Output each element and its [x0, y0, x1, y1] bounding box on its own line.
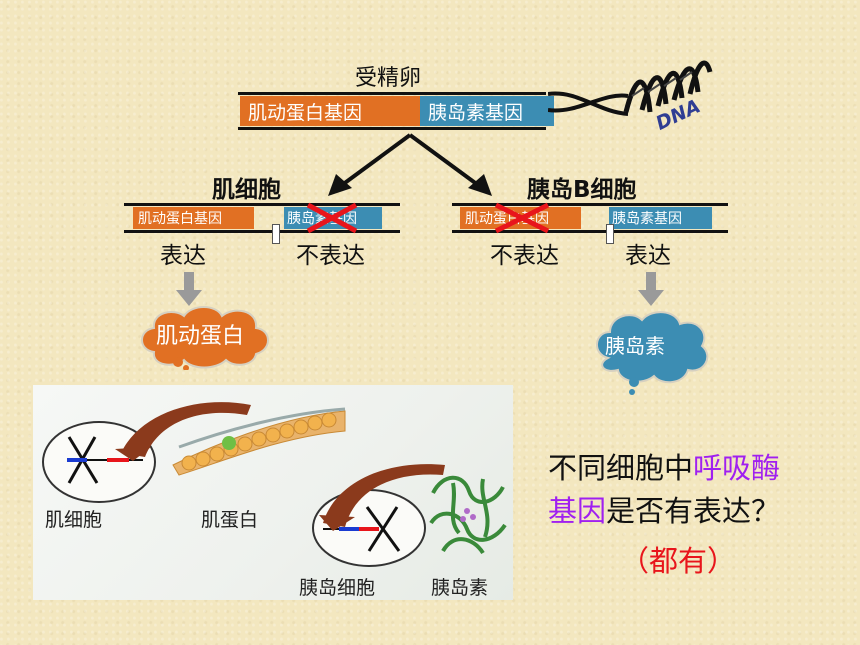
- islet-gene-insulin: 胰岛素基因: [609, 207, 712, 229]
- panel-muscle-cell-label: 肌细胞: [45, 509, 103, 531]
- question-line-1: 不同细胞中呼吸酶: [548, 445, 780, 487]
- muscle-gene-muscle: 肌动蛋白基因: [133, 207, 254, 229]
- muscle-not-expressed-label: 不表达: [296, 243, 365, 269]
- panel-muscle-protein-label: 肌蛋白: [201, 509, 259, 531]
- islet-not-expressed-label: 不表达: [490, 243, 559, 269]
- muscle-gene-bar: 肌动蛋白基因 胰岛素基因: [133, 207, 382, 229]
- actin-cloud-shape: [141, 306, 269, 370]
- muscle-cross-icon: [306, 202, 358, 234]
- curved-arrow-1-icon: [115, 402, 251, 461]
- islet-expressed-label: 表达: [625, 243, 671, 269]
- insulin-product-label: 胰岛素: [605, 334, 665, 358]
- muscle-expressed-label: 表达: [160, 243, 206, 269]
- islet-line-bottom: [452, 230, 728, 233]
- zygote-gene-insulin: 胰岛素基因: [420, 96, 554, 126]
- islet-cell-title: 胰岛B细胞: [527, 177, 637, 203]
- answer-label: （都有）: [620, 544, 737, 578]
- muscle-cell-oval: [42, 421, 156, 503]
- muscle-line-bottom: [124, 230, 400, 233]
- panel-insulin-label: 胰岛素: [431, 577, 489, 599]
- zygote-line-bottom: [238, 127, 546, 130]
- zygote-gene-bar: 肌动蛋白基因 胰岛素基因: [240, 96, 554, 126]
- question-part-3: 基因: [548, 494, 607, 528]
- question-part-4: 是否有表达？: [606, 494, 781, 528]
- illustration-panel: 肌细胞 肌蛋白 胰岛细胞 胰岛素: [33, 385, 513, 600]
- muscle-fiber-icon: [172, 407, 346, 476]
- islet-down-arrow: [638, 272, 664, 306]
- insulin-cloud-shape: [596, 311, 709, 395]
- dna-helix-icon: [548, 60, 713, 116]
- question-part-2: 呼吸酶: [693, 451, 781, 485]
- actin-product-label: 肌动蛋白: [156, 324, 245, 349]
- muscle-down-arrow: [176, 272, 202, 306]
- question-part-1: 不同细胞中: [548, 451, 694, 485]
- zygote-line-top: [238, 92, 546, 95]
- branch-arrows: [328, 133, 492, 196]
- islet-gene-marker: [606, 224, 614, 244]
- zygote-title: 受精卵: [355, 66, 422, 91]
- insulin-molecule-icon: [429, 475, 507, 555]
- muscle-cell-title: 肌细胞: [212, 177, 281, 203]
- question-line-2: 基因是否有表达？: [548, 488, 780, 530]
- islet-cross-icon: [494, 202, 550, 234]
- panel-islet-cell-label: 胰岛细胞: [299, 577, 376, 599]
- islet-line-top: [452, 203, 728, 206]
- curved-arrow-2-icon: [319, 464, 445, 531]
- muscle-gene-marker: [272, 224, 280, 244]
- muscle-line-top: [124, 203, 400, 206]
- zygote-gene-muscle: 肌动蛋白基因: [240, 96, 420, 126]
